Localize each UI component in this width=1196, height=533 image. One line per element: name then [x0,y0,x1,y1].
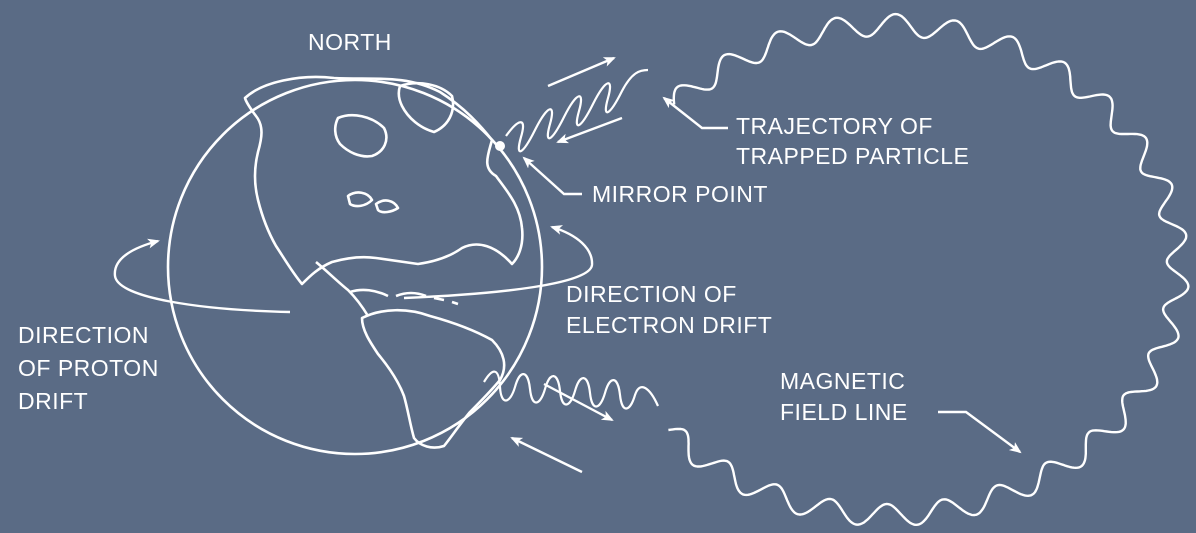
trapped-particle-trajectory [668,12,1190,526]
mirror-point-leader [522,156,582,196]
electron-drift-arrow [403,225,594,300]
great-lakes-outline [346,191,400,214]
label-mirror-point: MIRROR POINT [592,181,768,207]
globe-outline [166,78,544,456]
mirror-point-marker [495,141,505,151]
caribbean-islands-outline [349,288,459,306]
label-electron-line1: DIRECTION OF [566,281,737,307]
label-field-line2: FIELD LINE [780,399,908,425]
bounce-arrows [510,56,623,474]
earth-globe [166,75,544,456]
trajectory-leader [662,96,728,130]
greenland-outline [397,82,455,134]
field-line-leader [938,410,1022,454]
arrow-outbound-upper [547,56,616,88]
helix-lower [483,370,660,410]
arrow-inbound-lower [510,436,583,474]
south-america-outline [360,308,506,449]
label-proton-line3: DRIFT [18,388,89,414]
label-field-line1: MAGNETIC [780,368,906,394]
central-america-outline [315,261,370,317]
leader-lines [522,96,1022,454]
helix-upper [505,68,649,153]
label-trajectory-line1: TRAJECTORY OF [736,113,933,139]
label-trajectory-line2: TRAPPED PARTICLE [736,143,970,169]
label-electron-line2: ELECTRON DRIFT [566,312,773,338]
proton-drift-arrow [113,238,291,314]
arrow-outbound-lower [543,382,614,422]
hudson-bay-outline [333,114,388,158]
north-america-outline [243,75,524,286]
label-proton-line2: OF PROTON [18,355,159,381]
arrow-inbound-upper [556,116,623,144]
drift-ring [113,225,594,314]
label-north: NORTH [308,29,392,55]
label-proton-line1: DIRECTION [18,322,149,348]
